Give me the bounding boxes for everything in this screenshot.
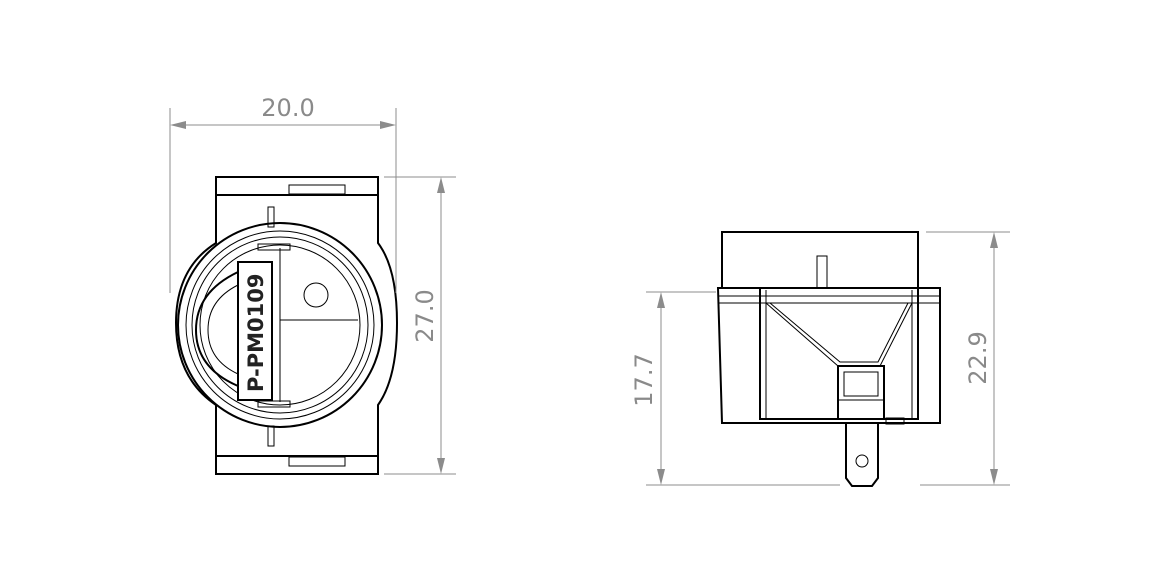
bottom-clip: [257, 400, 291, 408]
pin-height-dimension: 17.7: [630, 291, 840, 486]
top-clip: [257, 243, 291, 251]
funnel: [765, 302, 913, 367]
connector-window: [843, 371, 879, 397]
top-cap: [215, 176, 379, 196]
front-width-dimension: 20.0: [169, 94, 397, 293]
total-height-dimension: 22.9: [920, 231, 1010, 486]
handle-arc-inner: [207, 284, 239, 375]
part-number-label: P-PM0109: [244, 274, 268, 392]
side-stem: [816, 255, 828, 289]
side-top-block: [721, 231, 919, 289]
side-housing: [716, 287, 941, 424]
inner-ring: [199, 244, 361, 406]
top-tab: [267, 206, 275, 228]
pin-hole: [855, 454, 869, 468]
width-dim-text: 20.0: [261, 94, 314, 122]
bottom-cap: [215, 455, 379, 475]
front-body: [174, 194, 399, 457]
height-dim-text: 27.0: [411, 289, 439, 342]
bottom-tab: [267, 425, 275, 447]
connector-body: [837, 365, 885, 420]
top-cap-slot: [288, 184, 346, 195]
side-view: [716, 231, 941, 487]
funnel-inner: [769, 302, 909, 363]
side-foot: [885, 417, 905, 425]
handle-arc-outer: [194, 271, 239, 387]
hole: [303, 282, 329, 308]
ring-3: [191, 236, 369, 414]
label-plate: [237, 261, 273, 401]
bottom-cap-slot: [288, 456, 346, 467]
front-height-dimension: 27.0: [384, 176, 456, 475]
front-view: P-PM0109: [174, 176, 399, 475]
pin-height-dim-text: 17.7: [630, 353, 658, 406]
ring-2: [185, 230, 375, 420]
outer-ring: [177, 222, 383, 428]
total-height-dim-text: 22.9: [964, 331, 992, 384]
